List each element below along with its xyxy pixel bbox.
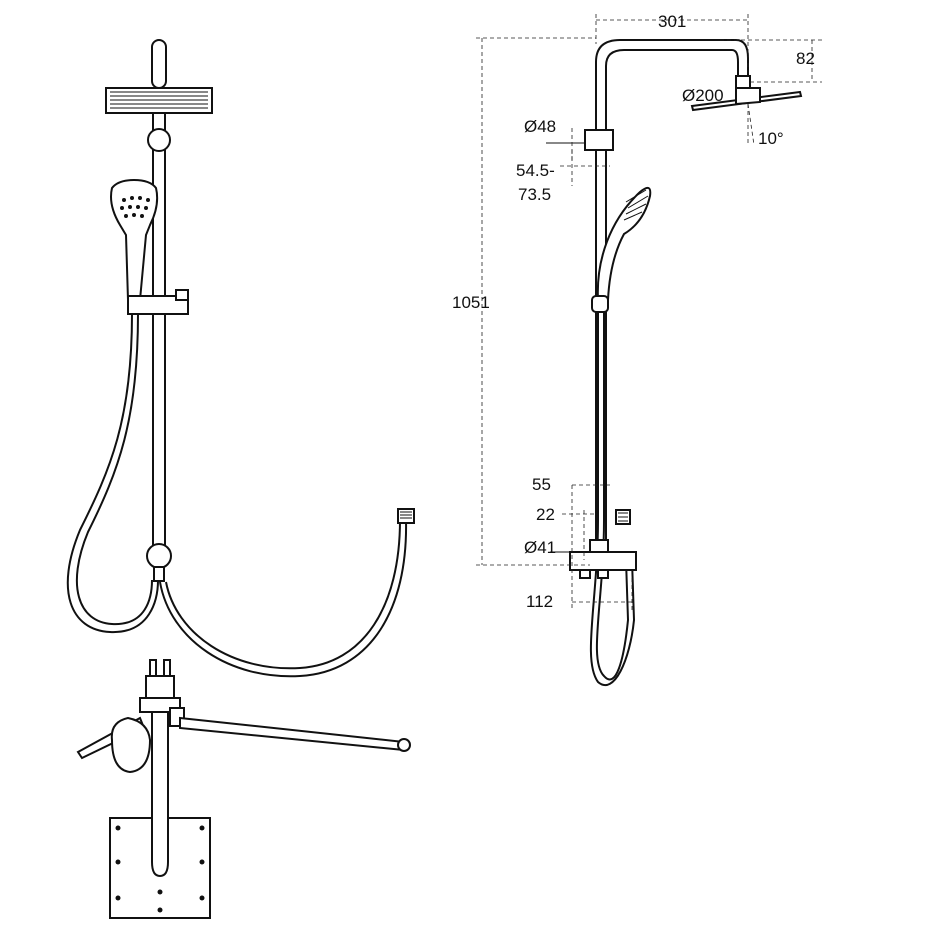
hand-shower <box>110 178 159 301</box>
shower-hose-inner <box>75 313 153 626</box>
riser-top-view <box>151 700 169 878</box>
hose-end-fitting <box>397 508 415 524</box>
dim-head-drop: 82 <box>796 49 815 68</box>
riser-pipe <box>152 112 166 564</box>
upper-wall-bracket <box>147 128 171 152</box>
plan-view <box>76 659 411 919</box>
dim-bracket-offset: 54.5- <box>516 161 555 180</box>
dim-total-height: 1051 <box>452 293 490 312</box>
dim-mixer-diameter: Ø41 <box>524 538 556 557</box>
free-hose-inner <box>165 519 401 670</box>
hand-shower-side <box>596 186 652 301</box>
hand-shower-side-face <box>623 189 649 221</box>
inlet-left-top <box>149 659 157 677</box>
side-view: 301 82 Ø200 Ø48 10° 54.5- 73.5 1051 55 2… <box>452 12 822 686</box>
hand-shower-top <box>110 716 152 774</box>
dim-bracket-offset-max: 73.5 <box>518 185 551 204</box>
mixer-top-view <box>145 675 175 699</box>
riser-and-arm-inner <box>605 49 739 545</box>
dim-head-diameter: Ø200 <box>682 86 724 105</box>
dim-arm-length: 301 <box>658 12 686 31</box>
dim-inlet-centers: 112 <box>526 592 553 611</box>
slider-side <box>591 295 609 313</box>
inlet-right-top <box>163 659 171 677</box>
hand-shower-nozzles <box>120 196 150 218</box>
diverter-outlet <box>153 566 165 582</box>
arm-end-top <box>397 738 411 752</box>
slide-holder-knob <box>175 289 189 301</box>
inlet-right-side <box>597 569 609 579</box>
dim-mixer-inlet: 22 <box>536 505 555 524</box>
ball-joint <box>735 75 751 89</box>
dim-mixer-depth: 55 <box>532 475 551 494</box>
slide-holder <box>127 295 189 315</box>
hose-side <box>595 312 630 681</box>
dim-bracket-diameter: Ø48 <box>524 117 556 136</box>
riser-top-cap <box>151 39 167 89</box>
shower-arm-top <box>179 716 405 752</box>
dim-tilt-angle: 10° <box>758 129 784 148</box>
riser-and-arm-outer <box>595 39 749 545</box>
shower-hose <box>66 313 159 634</box>
hose-fitting-thread-side <box>618 512 628 522</box>
free-hose <box>159 519 408 678</box>
head-nozzle-pattern <box>110 91 208 109</box>
mixer-body-side <box>569 551 637 571</box>
head-connector <box>735 87 761 106</box>
inlet-left-side <box>579 569 591 579</box>
upper-bracket-side <box>584 129 614 151</box>
diverter-ring <box>146 543 172 569</box>
dimension-lines <box>476 14 822 610</box>
front-view <box>66 39 415 678</box>
hose-end-thread <box>400 511 412 519</box>
